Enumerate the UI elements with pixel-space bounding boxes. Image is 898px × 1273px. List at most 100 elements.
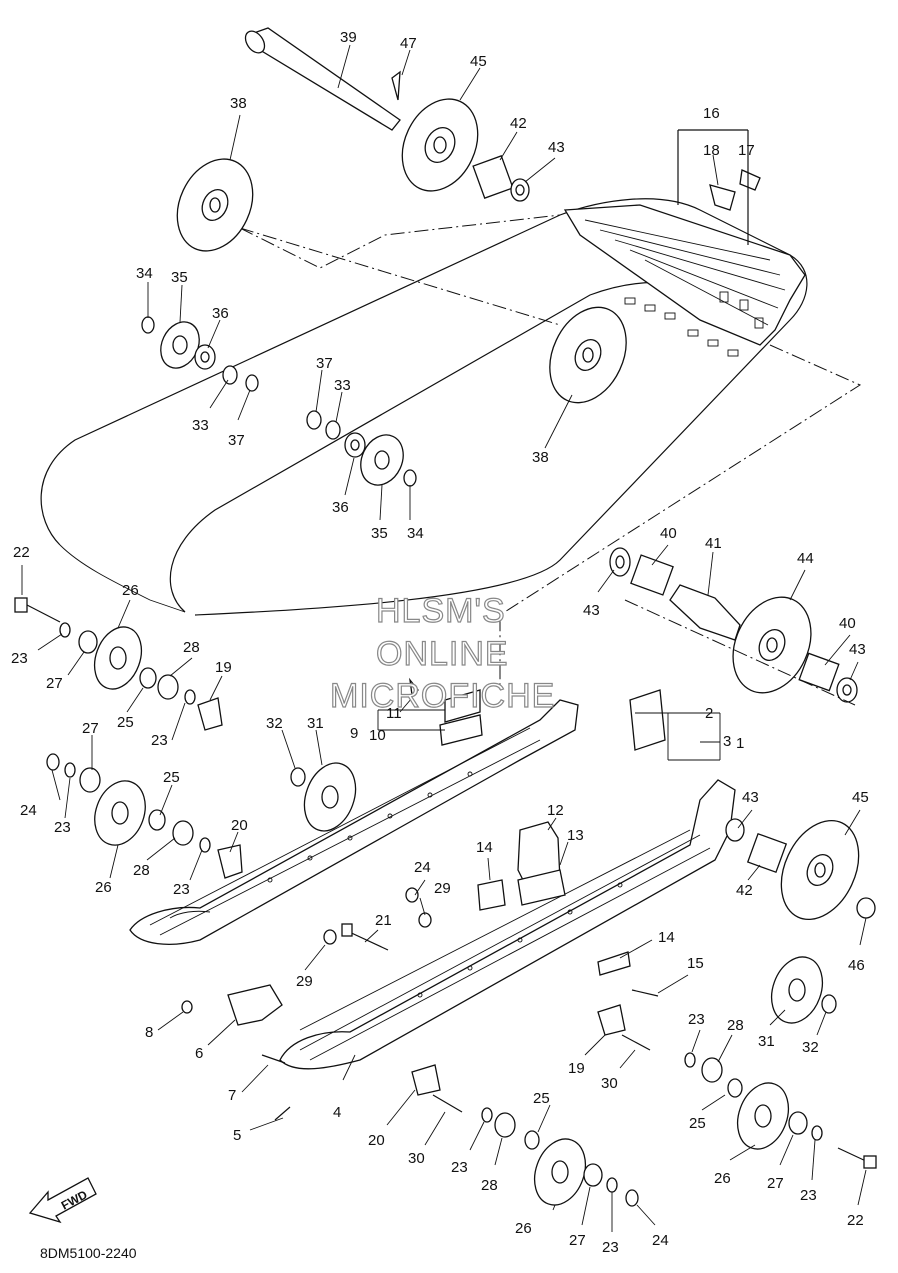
callout-40: 40	[660, 525, 677, 542]
callout-35: 35	[371, 525, 388, 542]
callout-19: 19	[215, 659, 232, 676]
diagram-code: 8DM5100-2240	[40, 1245, 137, 1261]
callout-labels: 39 47 45 38 42 43 16 18 17 34 35 36 33 3…	[11, 29, 869, 1256]
callout-36: 36	[212, 305, 229, 322]
callout-15: 15	[687, 955, 704, 972]
callout-13: 13	[567, 827, 584, 844]
track-belt	[40, 198, 862, 690]
collar-42-upper	[472, 155, 514, 199]
callout-33: 33	[334, 377, 351, 394]
callout-8: 8	[145, 1024, 153, 1041]
callout-26: 26	[122, 582, 139, 599]
slider-blocks	[439, 689, 631, 976]
callout-28: 28	[133, 862, 150, 879]
clip-17	[739, 169, 761, 191]
callout-7: 7	[228, 1087, 236, 1104]
callout-16: 16	[703, 105, 720, 122]
watermark: HLSM'S ONLINE MICROFICHE	[329, 591, 555, 715]
callout-12: 12	[547, 802, 564, 819]
callout-45: 45	[470, 53, 487, 70]
callout-36: 36	[332, 499, 349, 516]
callout-43: 43	[548, 139, 565, 156]
rear-axle-assembly	[176, 27, 761, 404]
callout-25: 25	[689, 1115, 706, 1132]
callout-22: 22	[13, 544, 30, 561]
callout-34: 34	[136, 265, 153, 282]
callout-24: 24	[414, 859, 431, 876]
callout-25: 25	[117, 714, 134, 731]
callout-30: 30	[408, 1150, 425, 1167]
shaft-39	[246, 27, 401, 131]
callout-29: 29	[434, 880, 451, 897]
right-slide-rail	[279, 689, 736, 1070]
clip-18	[709, 184, 736, 211]
callout-47: 47	[400, 35, 417, 52]
callout-14: 14	[658, 929, 675, 946]
callout-23: 23	[602, 1239, 619, 1256]
callout-42: 42	[510, 115, 527, 132]
callout-43: 43	[742, 789, 759, 806]
callout-38: 38	[230, 95, 247, 112]
wheel-45-upper	[401, 98, 479, 192]
callout-27: 27	[569, 1232, 586, 1249]
track-treads	[563, 204, 806, 357]
callout-30: 30	[601, 1075, 618, 1092]
callout-23: 23	[173, 881, 190, 898]
callout-18: 18	[703, 142, 720, 159]
callout-21: 21	[375, 912, 392, 929]
callout-23: 23	[688, 1011, 705, 1028]
callout-32: 32	[266, 715, 283, 732]
callout-26: 26	[714, 1170, 731, 1187]
callout-6: 6	[195, 1045, 203, 1062]
idler-small-parts	[141, 316, 417, 487]
watermark-line-2: ONLINE	[376, 635, 509, 673]
callout-40: 40	[839, 615, 856, 632]
callout-44: 44	[797, 550, 814, 567]
callout-25: 25	[163, 769, 180, 786]
callout-27: 27	[82, 720, 99, 737]
callout-1: 1	[736, 735, 744, 752]
callout-27: 27	[767, 1175, 784, 1192]
callout-23: 23	[11, 650, 28, 667]
callout-11: 11	[386, 705, 402, 722]
callout-22: 22	[847, 1212, 864, 1229]
callout-19: 19	[568, 1060, 585, 1077]
callout-37: 37	[228, 432, 245, 449]
watermark-line-1: HLSM'S	[376, 592, 506, 630]
callout-45: 45	[852, 789, 869, 806]
callout-24: 24	[20, 802, 37, 819]
callout-33: 33	[192, 417, 209, 434]
callout-39: 39	[340, 29, 357, 46]
callout-43: 43	[849, 641, 866, 658]
callout-14: 14	[476, 839, 493, 856]
callout-23: 23	[800, 1187, 817, 1204]
callout-20: 20	[231, 817, 248, 834]
callout-37: 37	[316, 355, 333, 372]
callout-42: 42	[736, 882, 753, 899]
callout-43: 43	[583, 602, 600, 619]
callout-26: 26	[95, 879, 112, 896]
callout-46: 46	[848, 957, 865, 974]
callout-35: 35	[171, 269, 188, 286]
callout-3: 3	[723, 733, 731, 750]
callout-23: 23	[151, 732, 168, 749]
callout-28: 28	[183, 639, 200, 656]
callout-34: 34	[407, 525, 424, 542]
callout-25: 25	[533, 1090, 550, 1107]
bracket-2	[629, 689, 666, 751]
callout-23: 23	[451, 1159, 468, 1176]
lower-wheels	[14, 597, 877, 1207]
callout-5: 5	[233, 1127, 241, 1144]
callout-29: 29	[296, 973, 313, 990]
callout-28: 28	[727, 1017, 744, 1034]
callout-20: 20	[368, 1132, 385, 1149]
callout-2: 2	[705, 705, 713, 722]
watermark-line-3: MICROFICHE	[330, 677, 555, 715]
key-47	[391, 70, 401, 101]
callout-17: 17	[738, 142, 755, 159]
callout-24: 24	[652, 1232, 669, 1249]
callout-23: 23	[54, 819, 71, 836]
callout-28: 28	[481, 1177, 498, 1194]
leader-lines	[21, 44, 867, 1232]
